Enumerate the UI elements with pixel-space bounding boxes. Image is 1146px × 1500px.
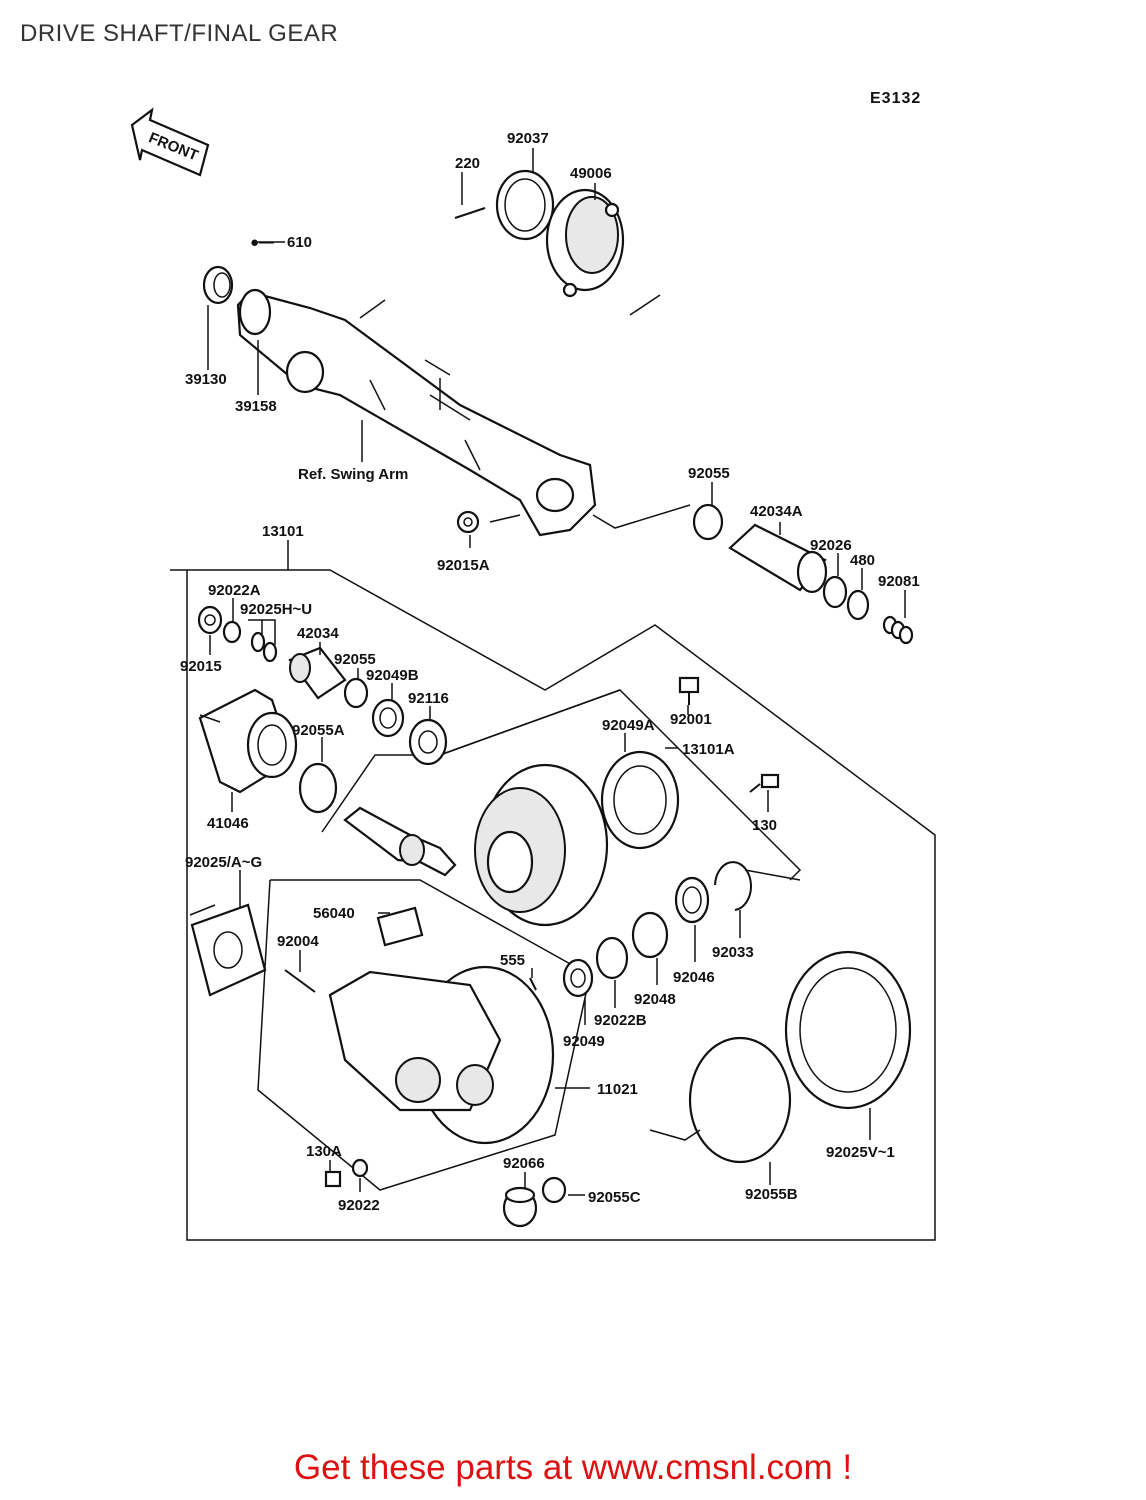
label-92055A: 92055A [292, 722, 345, 739]
bolt-130 [749, 773, 780, 793]
label-92048: 92048 [634, 991, 676, 1008]
housing-41046 [198, 688, 298, 794]
label-555: 555 [500, 952, 525, 969]
spring-92081 [882, 615, 914, 645]
label-41046: 41046 [207, 815, 249, 832]
ring-92026 [822, 575, 848, 609]
frame-line-92049A [439, 689, 621, 756]
washer-480 [846, 589, 870, 621]
label-130: 130 [752, 817, 777, 834]
washer-92022 [351, 1158, 369, 1178]
label-92004: 92004 [277, 933, 319, 950]
case-11021 [328, 965, 555, 1145]
label-92081: 92081 [878, 573, 920, 590]
label-92022: 92022 [338, 1197, 380, 1214]
frame-line-right [744, 869, 801, 881]
leader-lines [207, 148, 906, 1196]
shim-92025HU-a [250, 631, 266, 653]
label-130A: 130A [306, 1143, 342, 1160]
label-92049A: 92049A [602, 717, 655, 734]
label-92025HU: 92025H~U [240, 601, 312, 618]
label-39158: 39158 [235, 398, 277, 415]
bolt-92001 [678, 676, 700, 705]
label-92055-mid: 92055 [334, 651, 376, 668]
plug-92066 [502, 1186, 538, 1228]
label-13101A: 13101A [682, 741, 735, 758]
oring-92055-mid [343, 677, 369, 709]
label-92015A: 92015A [437, 557, 490, 574]
oring-92055B [688, 1036, 792, 1164]
case-frame [257, 879, 591, 1191]
label-610: ●— [250, 234, 274, 251]
label-92037: 92037 [507, 130, 549, 147]
oring-92055C [541, 1176, 567, 1204]
label-92025V1: 92025V~1 [826, 1144, 895, 1161]
label-92001: 92001 [670, 711, 712, 728]
gasket-92025V1 [784, 950, 912, 1110]
pinion-gear [343, 806, 457, 877]
label-plate-56040 [376, 906, 424, 947]
label-11021: 11021 [597, 1081, 638, 1098]
label-92033: 92033 [712, 944, 754, 961]
bolt-130A [324, 1170, 342, 1188]
label-92015: 92015 [180, 658, 222, 675]
nut-92015 [197, 605, 223, 635]
ref-note: Ref. Swing Arm [298, 466, 408, 483]
stud-92004 [284, 969, 316, 993]
label-92049: 92049 [563, 1033, 605, 1050]
label-92025AG: 92025/A~G [185, 854, 262, 871]
label-92055B: 92055B [745, 1186, 798, 1203]
label-92046: 92046 [673, 969, 715, 986]
swing-arm [236, 288, 597, 537]
guide-lines [189, 294, 701, 1141]
promo-link[interactable]: Get these parts at www.cmsnl.com ! [293, 1448, 853, 1487]
collar-39130 [202, 265, 234, 305]
circlip-92033 [714, 861, 752, 911]
outer-frame [170, 569, 936, 1241]
label-56040: 56040 [313, 905, 355, 922]
ring-gear-13101A [474, 763, 609, 927]
label-92116: 92116 [408, 690, 449, 707]
joint-42034 [288, 646, 347, 700]
ring-92048 [631, 911, 669, 959]
nut-92015A [456, 510, 480, 534]
label-610-num: 610 [287, 234, 312, 251]
oring-92055A [298, 762, 338, 814]
gasket-92025AG [190, 903, 267, 997]
clamp-92037 [454, 169, 555, 241]
shim-92022B [595, 936, 629, 980]
seal-92049B [371, 698, 405, 738]
label-92066: 92066 [503, 1155, 545, 1172]
label-92022B: 92022B [594, 1012, 647, 1029]
oring-92055-top [692, 503, 724, 541]
boot-49006 [545, 188, 625, 298]
front-arrow-icon: FRONT [130, 107, 210, 177]
pin-555 [529, 977, 537, 991]
label-92026: 92026 [810, 537, 852, 554]
seal-92049A [600, 750, 680, 850]
label-42034A: 42034A [750, 503, 803, 520]
label-92049B: 92049B [366, 667, 419, 684]
label-49006: 49006 [570, 165, 612, 182]
shaft-42034A [728, 523, 828, 594]
bearing-92046 [674, 876, 710, 924]
label-92055C: 92055C [588, 1189, 641, 1206]
label-42034: 42034 [297, 625, 339, 642]
bearing-92116 [408, 718, 448, 766]
page-title: DRIVE SHAFT/FINAL GEAR [20, 20, 339, 47]
label-39130: 39130 [185, 371, 227, 388]
label-92055-top: 92055 [688, 465, 730, 482]
washer-92022A [222, 620, 242, 644]
label-220: 220 [455, 155, 480, 172]
label-92022A: 92022A [208, 582, 261, 599]
shim-92025HU-b [262, 641, 278, 663]
diagram-code: E3132 [870, 90, 921, 107]
label-13101: 13101 [262, 523, 304, 540]
label-480: 480 [850, 552, 875, 569]
seal-92049 [562, 958, 594, 998]
